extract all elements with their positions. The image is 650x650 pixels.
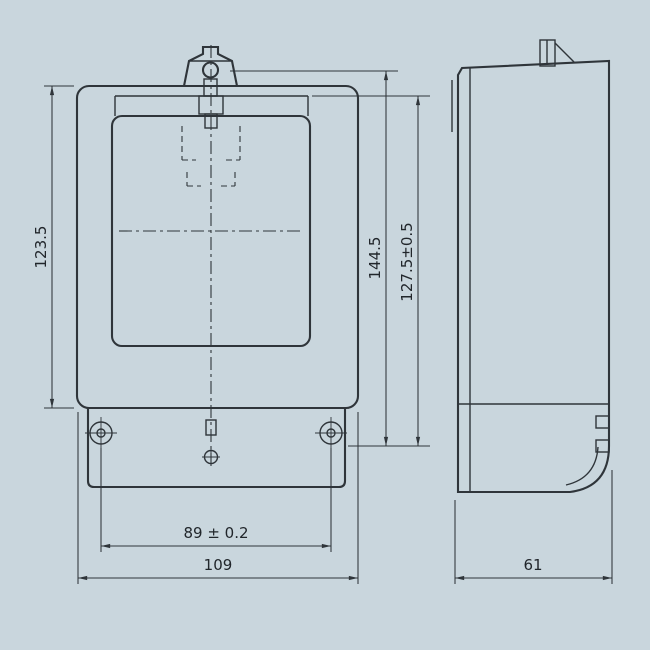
extension-lines-depth xyxy=(454,470,613,584)
dimension-label-depth: 61 xyxy=(523,556,542,574)
terminal-screw-upper xyxy=(595,415,610,429)
seal-screw xyxy=(205,419,217,436)
bracket-inner-detail-small xyxy=(204,113,218,129)
side-outline xyxy=(456,59,611,494)
hanging-bracket xyxy=(182,45,239,87)
terminal-cover xyxy=(86,408,347,489)
extension-lines-case-width xyxy=(77,412,359,584)
extension-lines-left xyxy=(44,85,74,409)
dimension-label-mounting-height: 127.5±0.5 xyxy=(398,222,416,301)
front-view xyxy=(75,45,360,489)
extension-lines-right xyxy=(230,70,430,447)
dimension-label-overall-height: 144.5 xyxy=(366,237,384,280)
cover-inner-curve xyxy=(565,446,599,486)
mounting-screw-left xyxy=(85,417,117,449)
side-view xyxy=(451,39,611,494)
hanging-hook-side xyxy=(539,39,575,67)
display-window xyxy=(110,114,312,348)
meter-case xyxy=(75,84,360,410)
mounting-screw-right xyxy=(315,417,347,449)
extension-lines-mounting-width xyxy=(100,448,332,552)
dimension-annotations: 123.5 144.5 127.5±0.5 89 ± 0.2 109 61 xyxy=(32,70,613,584)
terminal-screw-lower xyxy=(595,439,610,453)
hanging-hole xyxy=(201,61,220,79)
seal-hole xyxy=(202,448,220,466)
dimension-label-case-width: 109 xyxy=(204,556,233,574)
dimension-label-mounting-width: 89 ± 0.2 xyxy=(183,524,248,542)
dimension-label-case-height: 123.5 xyxy=(32,226,50,269)
